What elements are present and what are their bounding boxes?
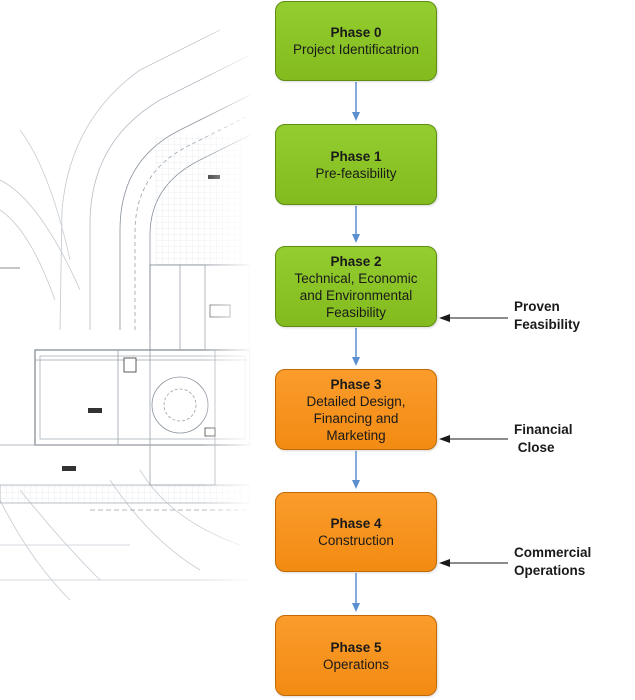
milestone-arrow-1-head — [439, 435, 450, 443]
phase-0-box: Phase 0 Project Identificatrion — [275, 1, 437, 81]
phase-2-desc-line-3: Feasibility — [325, 304, 387, 320]
phase-0-title: Phase 0 — [330, 25, 382, 40]
milestone-proven-feasibility: Proven Feasibility — [514, 299, 581, 332]
phase-4-title: Phase 4 — [330, 516, 382, 531]
phase-5-box: Phase 5 Operations — [275, 615, 437, 696]
milestone-financial-close: Financial Close — [514, 422, 573, 455]
down-arrow-2-head — [352, 357, 360, 366]
down-arrow-4-head — [352, 603, 360, 612]
phase-3-title: Phase 3 — [330, 376, 382, 392]
phase-3-desc-line-3: Marketing — [326, 427, 386, 443]
blueprint-background — [0, 0, 250, 700]
phase-1-desc-line-1: Pre-feasibility — [315, 165, 397, 181]
down-arrow-3-head — [352, 480, 360, 489]
phase-5-title: Phase 5 — [330, 639, 382, 655]
phase-1-title: Phase 1 — [330, 148, 382, 164]
phase-4-box: Phase 4 Construction — [275, 492, 437, 572]
phase-0-desc-line-1: Project Identificatrion — [292, 42, 420, 57]
phase-3-desc-line-2: Financing and — [313, 410, 399, 426]
phase-2-title: Phase 2 — [330, 253, 382, 269]
phase-2-box: Phase 2 Technical, Economic and Environm… — [275, 246, 437, 327]
phase-1-box: Phase 1 Pre-feasibility — [275, 124, 437, 205]
phase-3-desc-line-1: Detailed Design, — [306, 393, 406, 409]
phase-4-desc-line-1: Construction — [318, 533, 394, 548]
phase-5-desc-line-1: Operations — [322, 656, 390, 672]
down-arrow-1-head — [352, 234, 360, 243]
phase-2-desc-line-1: Technical, Economic — [294, 270, 418, 286]
milestone-arrow-2-head — [439, 559, 450, 567]
phase-3-box: Phase 3 Detailed Design, Financing and M… — [275, 369, 437, 450]
milestone-commercial-operations: Commercial Operations — [514, 545, 592, 578]
down-arrow-0-head — [352, 112, 360, 121]
milestone-arrow-0-head — [439, 314, 450, 322]
phase-2-desc-line-2: and Environmental — [299, 287, 413, 303]
